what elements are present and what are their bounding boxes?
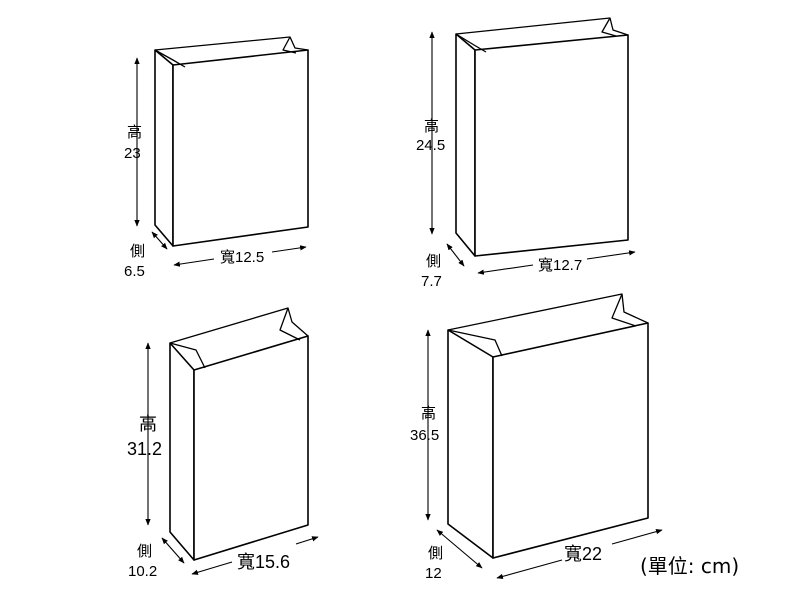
bag-1-height-value: 23 xyxy=(124,145,141,162)
bag-2-width-arrow-left xyxy=(477,264,534,275)
bag-2-side-label: 側 xyxy=(426,253,441,270)
bag-4-width-label: 寬22 xyxy=(564,544,602,564)
bag-3: 高 31.2 側 10.2 寬15.6 xyxy=(127,307,319,580)
bag-2-height-label: 高 xyxy=(424,118,439,135)
bag-3-height-label: 高 xyxy=(139,414,157,434)
bag-3-width-arrow-left xyxy=(191,561,233,575)
unit-note: (單位: cm) xyxy=(640,554,739,578)
bag-2-drawing xyxy=(455,17,629,257)
bag-4-side-arrow xyxy=(436,529,483,569)
bag-3-side-value: 10.2 xyxy=(128,563,157,580)
bag-4-width-arrow-left xyxy=(496,559,563,579)
bag-2-width-arrow-right xyxy=(586,250,636,260)
bag-4-side-label: 側 xyxy=(428,545,443,562)
bag-3-width-label: 寬15.6 xyxy=(237,552,290,572)
bag-4-side-value: 12 xyxy=(425,565,442,582)
bag-1-height-label: 高 xyxy=(127,124,142,141)
bag-4-drawing xyxy=(447,293,649,559)
bag-2-height-value: 24.5 xyxy=(416,137,445,154)
bag-1-side-arrow xyxy=(151,231,168,250)
bag-4-height-label: 高 xyxy=(421,405,436,422)
bag-2-side-value: 7.7 xyxy=(421,273,442,290)
bag-4: 高 36.5 側 12 寬22 xyxy=(410,293,663,582)
bag-3-drawing xyxy=(169,307,309,561)
bag-1-side-value: 6.5 xyxy=(124,263,145,280)
bag-1-width-arrow-right xyxy=(271,245,307,253)
bag-1-width-label: 寬12.5 xyxy=(220,248,264,266)
bag-3-height-value: 31.2 xyxy=(127,439,162,459)
bag-1-drawing xyxy=(154,36,309,247)
bag-3-side-arrow xyxy=(161,537,185,564)
bag-1-width-arrow-left xyxy=(173,258,215,267)
bag-4-height-value: 36.5 xyxy=(410,427,439,444)
bag-1: 高 23 側 6.5 寬12.5 xyxy=(124,36,309,280)
bag-2-width-label: 寬12.7 xyxy=(538,256,582,274)
bag-2-side-arrow xyxy=(446,243,465,267)
bag-2: 高 24.5 側 7.7 寬12.7 xyxy=(416,17,636,290)
bag-3-side-label: 側 xyxy=(137,543,152,560)
bag-1-side-label: 側 xyxy=(130,243,145,260)
bag-4-width-arrow-right xyxy=(611,529,663,545)
bag-3-width-arrow-right xyxy=(295,536,319,545)
